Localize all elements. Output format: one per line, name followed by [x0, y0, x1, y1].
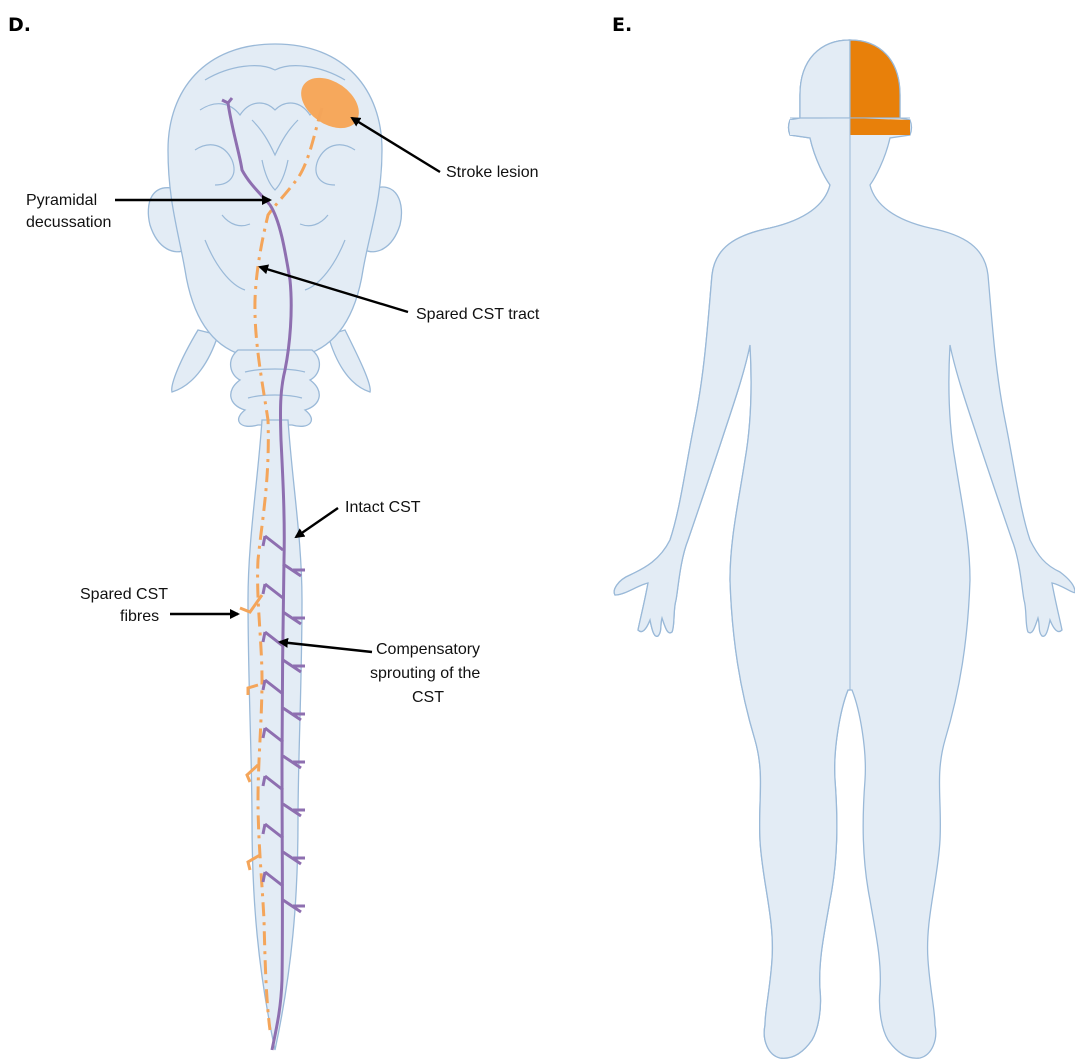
label-spared-fibres-line2: fibres: [120, 608, 159, 625]
head-band-left: [790, 118, 850, 135]
label-intact-cst: Intact CST: [345, 499, 421, 516]
panel-letter-d: D.: [8, 14, 31, 36]
head-band-right: [850, 118, 910, 135]
head-upper-right: [850, 40, 900, 118]
label-compensatory-line2: sprouting of the: [370, 665, 480, 682]
panel-letter-e: E.: [612, 14, 632, 36]
label-spared-fibres-line1: Spared CST: [80, 586, 168, 603]
brain-spinal-illustration: [148, 44, 401, 1050]
label-compensatory-line1: Compensatory: [376, 641, 480, 658]
human-body-illustration: [614, 40, 1075, 1058]
label-pyramidal-line1: Pyramidal: [26, 192, 97, 209]
label-compensatory-line3: CST: [412, 689, 444, 706]
head-upper-left: [800, 40, 850, 118]
label-pyramidal-line2: decussation: [26, 214, 111, 231]
vertebrae: [231, 350, 320, 426]
affected-body-half: [614, 40, 1075, 1058]
label-spared-cst-tract: Spared CST tract: [416, 306, 540, 323]
arrow-intact-cst: [296, 508, 338, 537]
label-stroke-lesion: Stroke lesion: [446, 164, 539, 181]
left-wing: [172, 330, 218, 392]
right-wing: [328, 330, 370, 392]
